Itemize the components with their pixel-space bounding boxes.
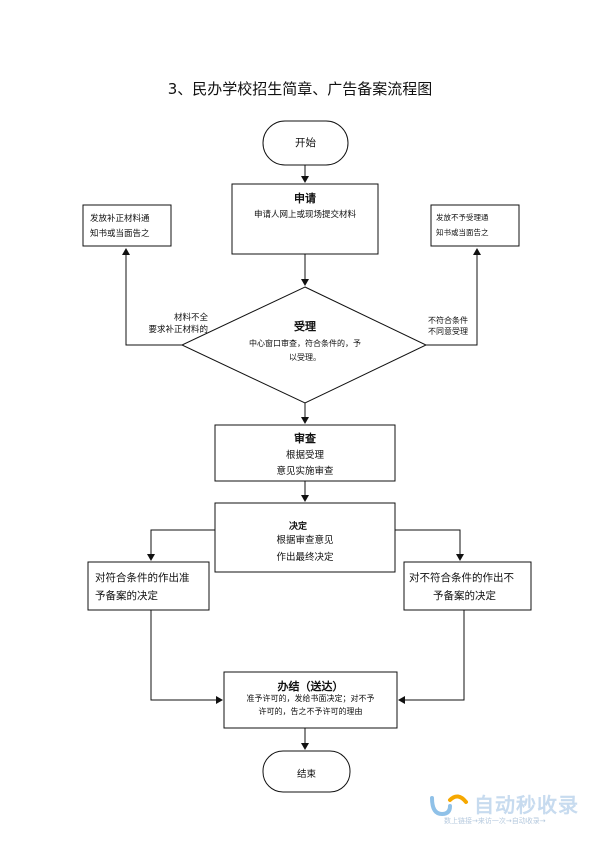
left-notice-line2: 知书或当面告之 bbox=[90, 229, 150, 239]
arrow-decide-reject bbox=[395, 529, 464, 561]
apply-text: 申请人网上或现场提交材料 bbox=[253, 210, 356, 220]
right-notice-line1: 发放不予受理通 bbox=[436, 213, 489, 222]
page-title: 3、民办学校招生简章、广告备案流程图 bbox=[167, 80, 433, 98]
right-notice-box bbox=[430, 204, 520, 247]
left-condition-line2: 要求补正材料的 bbox=[148, 325, 208, 335]
left-notice-line1: 发放补正材料通 bbox=[90, 214, 150, 224]
start-label: 开始 bbox=[295, 137, 316, 149]
accept-heading: 受理 bbox=[294, 320, 316, 333]
complete-heading: 办结（送达） bbox=[277, 680, 344, 693]
decide-box bbox=[214, 502, 396, 573]
end-terminal bbox=[262, 750, 351, 793]
apply-heading: 申请 bbox=[294, 192, 316, 205]
arrow-accept-left-notice bbox=[122, 248, 182, 346]
reject-line1: 对不符合条件的作出不 bbox=[409, 572, 514, 584]
decide-heading: 决定 bbox=[289, 522, 308, 532]
arrow-reject-complete bbox=[398, 610, 465, 704]
approve-line1: 对符合条件的作出准 bbox=[95, 572, 190, 584]
review-line1: 根据受理 bbox=[285, 450, 324, 461]
reject-box bbox=[403, 561, 532, 611]
end-label: 结束 bbox=[296, 769, 316, 780]
complete-line1: 准予许可的，发给书面决定；对不予 bbox=[246, 694, 375, 703]
arrow-decide-approve bbox=[147, 529, 215, 561]
right-condition-line1: 不符合条件 bbox=[428, 316, 468, 325]
arrow-approve-complete bbox=[150, 610, 223, 704]
complete-box bbox=[223, 671, 398, 729]
accept-line2: 以受理。 bbox=[289, 353, 321, 362]
reject-line2: 予备案的决定 bbox=[433, 590, 496, 602]
decide-line1: 根据审查意见 bbox=[276, 535, 334, 546]
left-condition-line1: 材料不全 bbox=[173, 313, 208, 323]
watermark-text: 自动秒收录 bbox=[474, 793, 579, 817]
complete-line2: 许可的，告之不予许可的理由 bbox=[258, 707, 363, 716]
accept-line1: 中心窗口审查，符合条件的，予 bbox=[249, 339, 361, 348]
watermark-subtext: 数上链接→来访一次→自动收录→ bbox=[444, 817, 546, 825]
review-line2: 意见实施审查 bbox=[276, 466, 334, 477]
watermark-logo-icon bbox=[430, 794, 468, 817]
arrow-accept-right-notice bbox=[426, 248, 481, 346]
decide-line2: 作出最终决定 bbox=[276, 552, 334, 563]
right-condition-line2: 不同意受理 bbox=[428, 327, 468, 336]
approve-box bbox=[87, 561, 210, 611]
right-notice-line2: 知书或当面告之 bbox=[436, 228, 489, 237]
left-notice-box bbox=[82, 204, 172, 247]
approve-line2: 予备案的决定 bbox=[95, 590, 158, 602]
review-heading: 审查 bbox=[294, 432, 316, 445]
